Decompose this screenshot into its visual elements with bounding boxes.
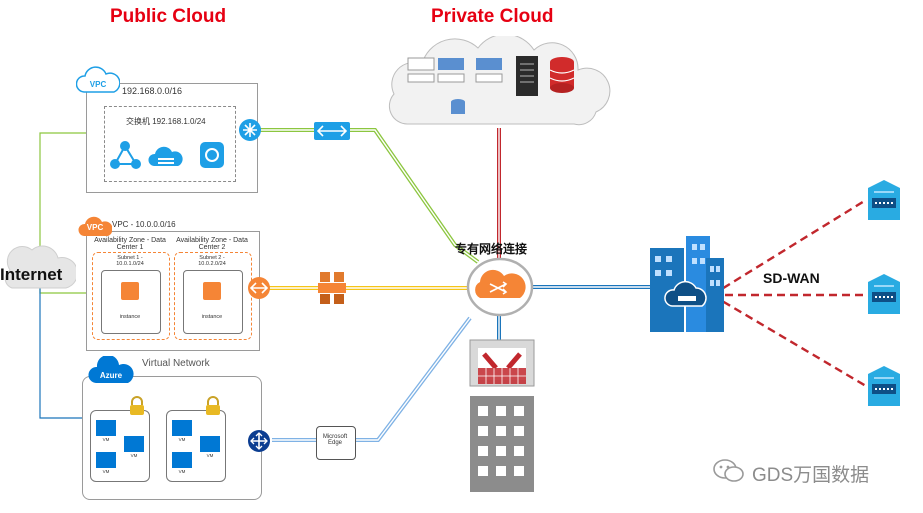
internet-cloud-icon: [4, 245, 76, 289]
lock-icon: [130, 396, 144, 415]
cloud-storage-icon: [148, 146, 183, 166]
aliyun-vpc-box: [86, 83, 258, 193]
internet-link-aliyun: [39, 132, 86, 256]
private-cloud-icon: [388, 36, 611, 126]
aws-instance1-icon: [121, 282, 139, 300]
internet-link-azure: [39, 256, 86, 419]
private-cloud-title: Private Cloud: [431, 6, 554, 27]
interconnect-hub-icon: [466, 257, 534, 317]
switch-icon: [314, 122, 350, 140]
watermark-text: GDS万国数据: [752, 465, 870, 486]
branch-office-icon: [868, 366, 900, 406]
azure-link: [272, 316, 472, 442]
lock-icon: [206, 396, 220, 415]
aws-zone1-label: Availability Zone - Data Center 1: [94, 237, 166, 251]
vm-icon: [200, 436, 220, 452]
aliyun-subnet-label: 交换机 192.168.1.0/24: [126, 117, 206, 126]
aws-zone2-label: Availability Zone - Data Center 2: [176, 237, 248, 251]
data-center-building-icon: [469, 339, 535, 492]
small-database-icon: [451, 99, 465, 114]
enterprise-hq-building-icon: [650, 236, 724, 332]
aliyun-link: [256, 128, 480, 264]
vm-label: VM: [206, 453, 214, 458]
internet-label: Internet: [0, 265, 63, 284]
aws-vpc-cloud-icon: [78, 216, 112, 236]
aliyun-router-icon: [239, 119, 261, 141]
aws-instance2-icon: [203, 282, 221, 300]
aws-direct-connect-icon: [318, 272, 346, 304]
vm-icon: [172, 452, 192, 468]
database-icon: [549, 57, 575, 93]
aws-instance2-label: instance: [201, 314, 223, 320]
aws-subnet1-box: [92, 252, 170, 340]
vm-label: VM: [178, 437, 186, 442]
vm-icon: [96, 420, 116, 436]
branch-office-icon: [868, 180, 900, 220]
vm-icon: [96, 452, 116, 468]
vm-label: VM: [178, 469, 186, 474]
aws-subnet2-label: Subnet 2 - 10.0.2.0/24: [198, 255, 226, 267]
public-cloud-title: Public Cloud: [110, 6, 227, 27]
aws-gateway-icon: [248, 277, 270, 299]
shield-server-icon: [200, 142, 224, 168]
vm-icon: [172, 420, 192, 436]
branch-office-icon: [868, 274, 900, 314]
aliyun-subnet-box: [104, 106, 236, 182]
aliyun-service-icons: [110, 141, 224, 169]
aws-instance1-box: [101, 270, 161, 334]
microsoft-edge-box: [316, 426, 356, 460]
vm-label: VM: [102, 437, 110, 442]
aws-vpc-cidr: VPC - 10.0.0.0/16: [112, 220, 176, 229]
microsoft-edge-label: Microsoft Edge: [322, 434, 348, 446]
azure-vnet-label: Virtual Network: [142, 358, 210, 369]
wechat-icon: [713, 459, 744, 482]
vm-label: VM: [130, 453, 138, 458]
network-node-icon: [110, 141, 141, 169]
sdwan-link-1: [711, 198, 867, 297]
interconnect-label: 专有网络连接: [455, 242, 528, 256]
vm-icon: [124, 436, 144, 452]
aliyun-vpc-cloud-icon: [76, 66, 120, 93]
aws-vpc-badge: VPC: [86, 223, 104, 232]
aliyun-vpc-cidr: 192.168.0.0/16: [122, 86, 183, 96]
aliyun-vpc-badge: VPC: [89, 80, 107, 89]
storage-tower-icon: [516, 56, 538, 96]
aws-instance2-box: [183, 270, 243, 334]
aws-subnet1-label: Subnet 1 - 10.0.1.0/24: [116, 255, 144, 267]
sdwan-label: SD-WAN: [763, 270, 820, 286]
server-rack-icon: [407, 57, 503, 83]
azure-cloud-icon: [88, 356, 134, 383]
sdwan-link-3: [711, 293, 867, 388]
azure-badge: Azure: [99, 371, 123, 380]
vm-label: VM: [102, 469, 110, 474]
aws-instance1-label: instance: [119, 314, 141, 320]
azure-gateway-icon: [248, 430, 270, 452]
